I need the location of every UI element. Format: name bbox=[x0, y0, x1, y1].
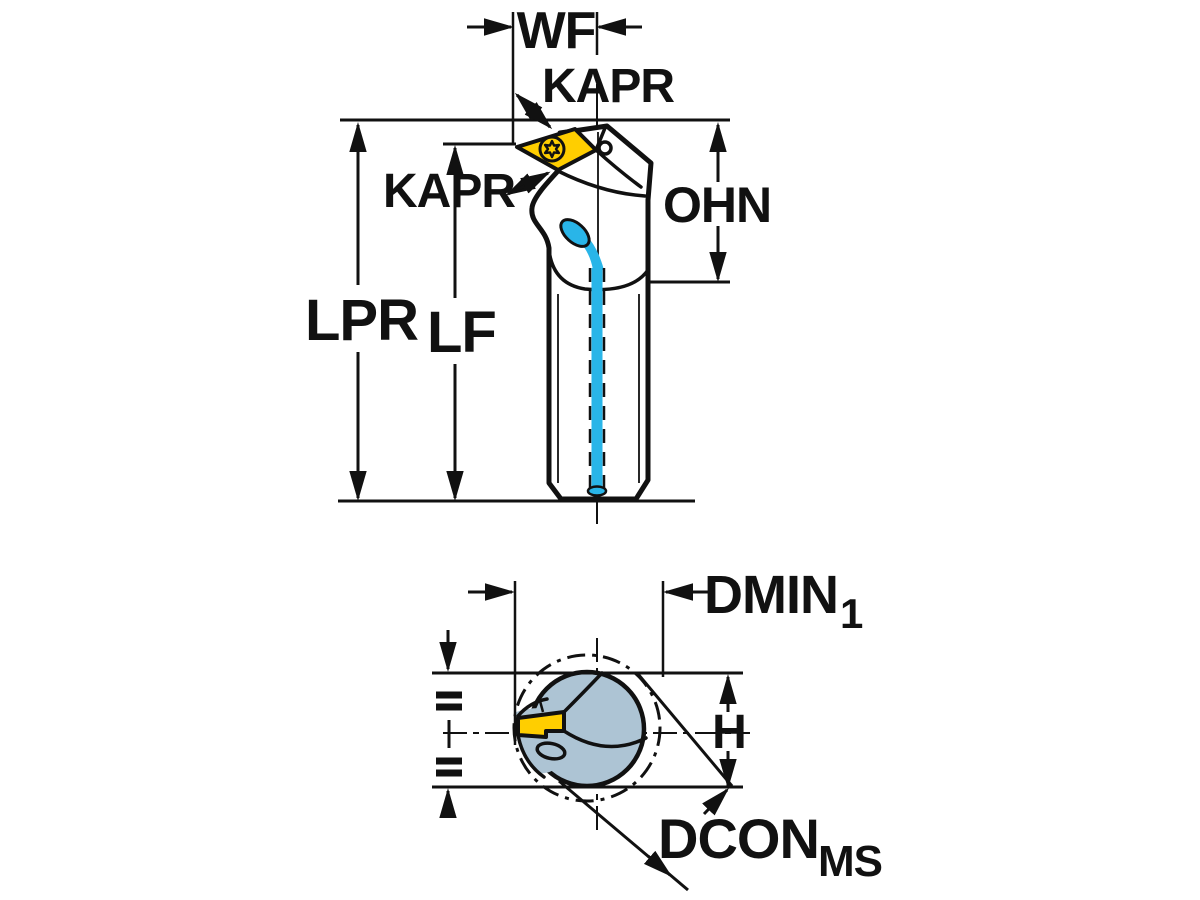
coolant-hole-end bbox=[535, 741, 567, 761]
dim-label-dcon-sub: MS bbox=[818, 837, 882, 886]
coolant-inlet-hole bbox=[559, 218, 591, 248]
cutting-insert-end bbox=[516, 710, 566, 739]
dim-label-h: H bbox=[712, 706, 746, 759]
dim-label-wf: WF bbox=[517, 2, 596, 60]
dim-label-ohn: OHN bbox=[663, 177, 771, 233]
coolant-outlet-bottom bbox=[586, 485, 608, 497]
end-view-figure: DMIN 1 H DCON MS bbox=[432, 565, 883, 892]
torx-screw-icon bbox=[538, 135, 566, 163]
coolant-channel-side bbox=[559, 218, 608, 497]
dim-label-dmin-sub: 1 bbox=[840, 590, 863, 637]
dim-label-dmin: DMIN bbox=[704, 565, 838, 625]
side-view-figure: WF KAPR KAPR OHN LPR LF bbox=[305, 2, 772, 524]
end-view-labels: DMIN 1 H DCON MS bbox=[658, 565, 883, 886]
tool-body-side bbox=[515, 123, 654, 502]
dim-label-kapr-top: KAPR bbox=[542, 60, 674, 113]
dim-label-lpr: LPR bbox=[305, 288, 418, 353]
end-view-dimensions bbox=[436, 583, 737, 892]
cutting-insert-side bbox=[515, 127, 598, 172]
end-view-interior-lines bbox=[516, 671, 648, 779]
clamp-hole bbox=[597, 140, 613, 156]
dim-label-lf: LF bbox=[427, 300, 496, 365]
dim-label-dcon: DCON bbox=[658, 807, 819, 870]
end-view-extension-lines bbox=[432, 581, 743, 789]
dim-label-kapr-side: KAPR bbox=[383, 165, 515, 218]
side-view-dimensions bbox=[349, 18, 727, 501]
